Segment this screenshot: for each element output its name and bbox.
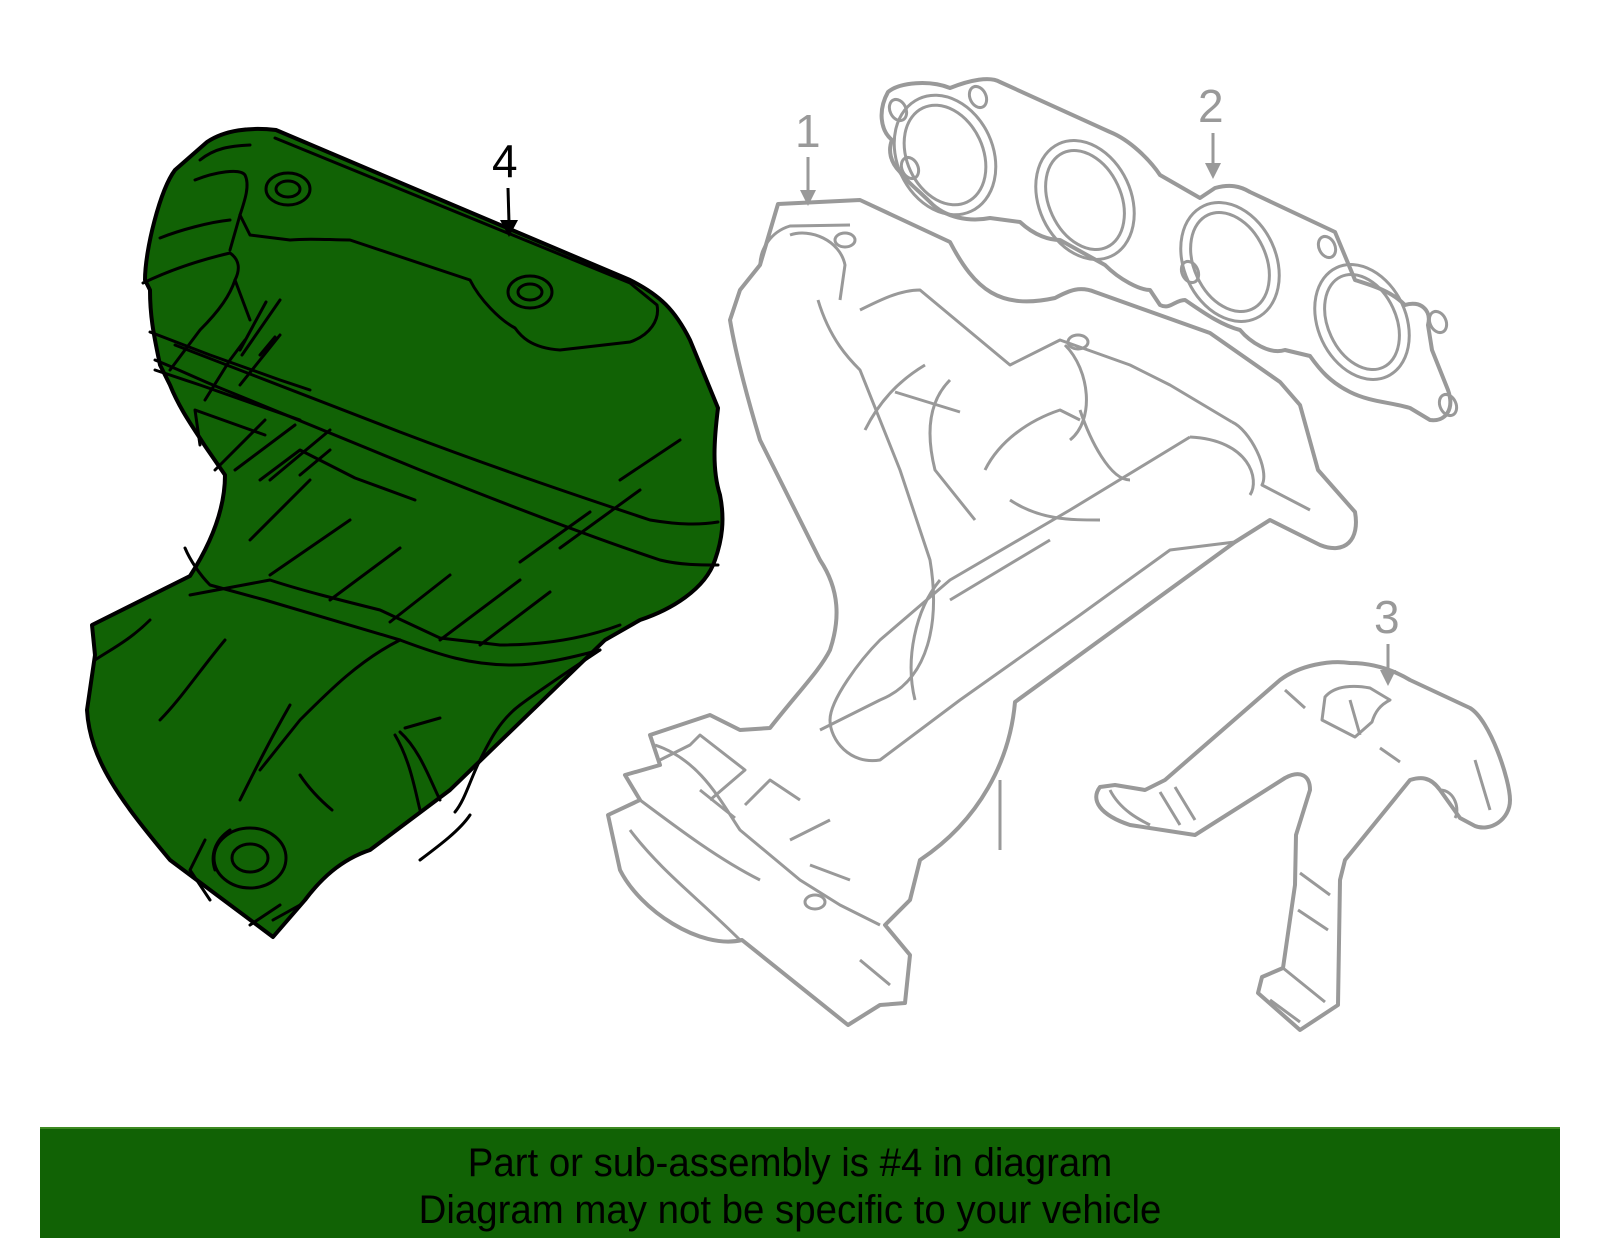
part-1-exhaust-manifold[interactable]: [606, 198, 1358, 1027]
callout-1-label: 1: [795, 105, 821, 157]
callout-2-label: 2: [1198, 80, 1224, 132]
banner-disclaimer: Diagram may not be specific to your vehi…: [418, 1188, 1162, 1232]
part-4-heat-shield[interactable]: [85, 126, 725, 939]
part-3-bracket[interactable]: [1094, 660, 1512, 1032]
info-banner: Part or sub-assembly is #4 in diagram Di…: [40, 1127, 1560, 1238]
parts-diagram: 1 2 3 4: [85, 77, 1512, 1032]
callout-arrows: [500, 133, 1396, 686]
callout-3-label: 3: [1374, 591, 1400, 643]
banner-part-note: Part or sub-assembly is #4 in diagram: [467, 1141, 1113, 1185]
callout-4-label: 4: [492, 135, 518, 187]
part-2-gasket[interactable]: [875, 77, 1460, 423]
